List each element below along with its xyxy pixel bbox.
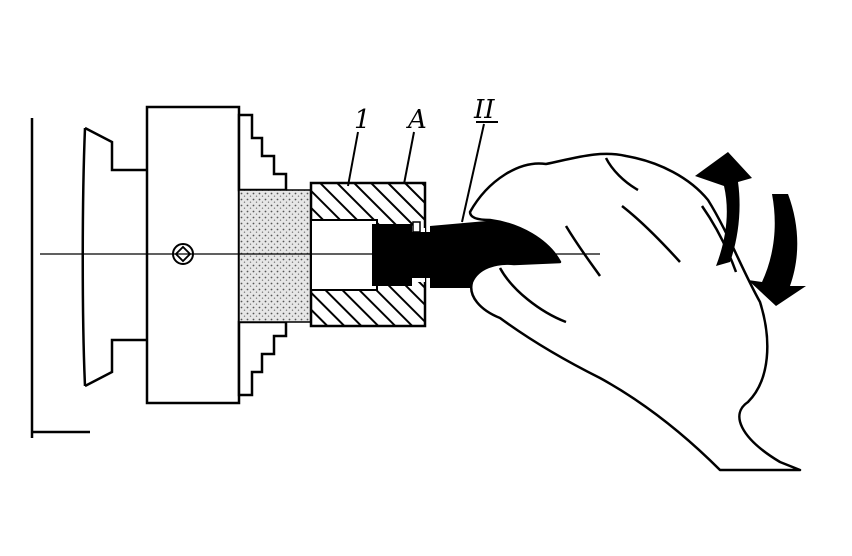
label-part-1: 1: [354, 105, 371, 135]
clamped-stock: [238, 189, 312, 323]
rotation-arrows-icon: [695, 152, 806, 306]
hand-outline: [468, 152, 802, 472]
label-tool-ii: II: [473, 95, 495, 125]
spindle-body: [30, 118, 150, 438]
label-surface-a: A: [406, 105, 427, 135]
leader-lines: [347, 121, 498, 223]
